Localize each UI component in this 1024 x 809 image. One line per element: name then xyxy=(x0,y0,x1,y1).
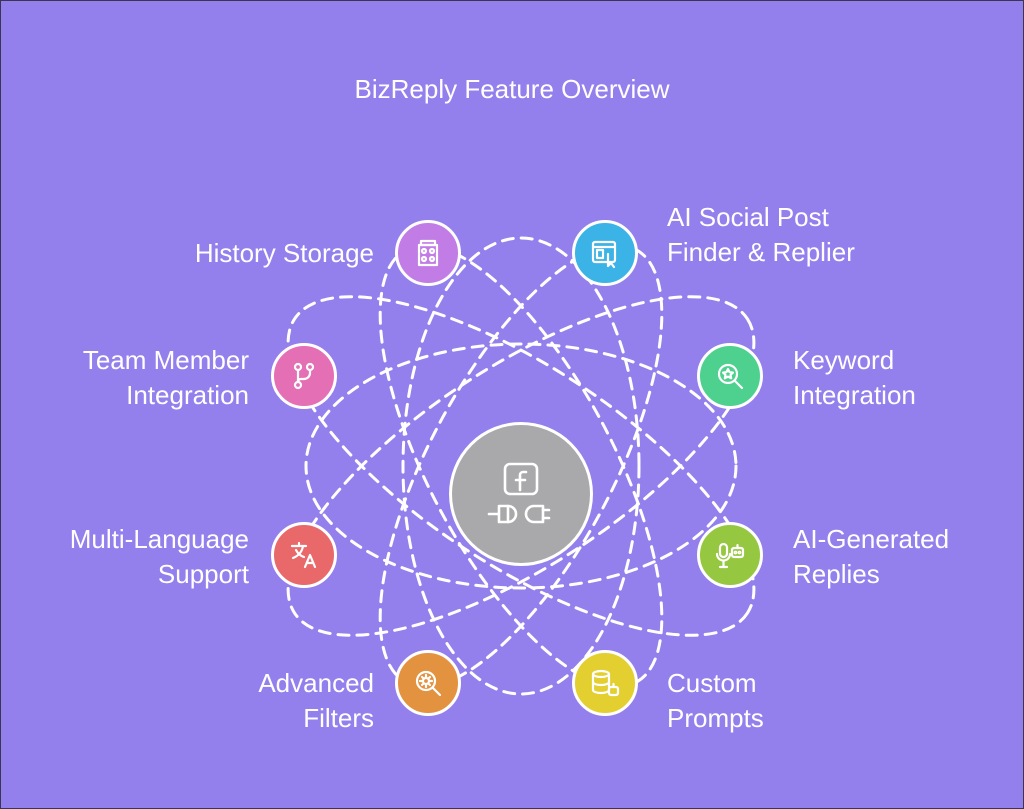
label-multi-language-support: Multi-Language Support xyxy=(69,524,249,589)
label-custom-prompts: Custom Prompts xyxy=(667,668,764,733)
label-team-member-integration: Team Member Integration xyxy=(82,345,249,410)
keyword-star-search-icon xyxy=(717,363,744,390)
microphone-bot-icon xyxy=(715,542,745,569)
browser-cursor-icon xyxy=(591,240,617,269)
orbit-vertical xyxy=(401,236,641,696)
diagram-title: BizReply Feature Overview xyxy=(354,74,670,104)
git-branch-icon xyxy=(293,362,315,390)
node-ai-social-post-finder[interactable] xyxy=(572,220,638,286)
label-advanced-filters: Advanced Filters xyxy=(258,668,374,733)
node-history-storage[interactable] xyxy=(395,220,461,286)
filter-search-icon xyxy=(415,670,442,697)
label-keyword-integration: Keyword Integration xyxy=(793,345,916,410)
label-history-storage: History Storage xyxy=(194,238,374,268)
facebook-plug-icon xyxy=(487,462,551,524)
translate-icon xyxy=(290,541,317,569)
archive-icon xyxy=(417,239,439,267)
database-bot-icon xyxy=(591,669,620,697)
node-advanced-filters[interactable] xyxy=(395,650,461,716)
center-hub[interactable] xyxy=(449,422,593,566)
node-keyword-integration[interactable] xyxy=(697,343,763,409)
node-ai-generated-replies[interactable] xyxy=(697,522,763,588)
orbit-horizontal xyxy=(304,342,738,590)
node-custom-prompts[interactable] xyxy=(572,650,638,716)
node-multi-language-support[interactable] xyxy=(271,522,337,588)
label-ai-social-post-finder: AI Social Post Finder & Replier xyxy=(667,202,855,267)
orbit-diagonal-b xyxy=(286,295,756,637)
node-team-member-integration[interactable] xyxy=(271,343,337,409)
orbit-diagonal-a xyxy=(286,295,756,637)
label-ai-generated-replies: AI-Generated Replies xyxy=(793,524,950,589)
